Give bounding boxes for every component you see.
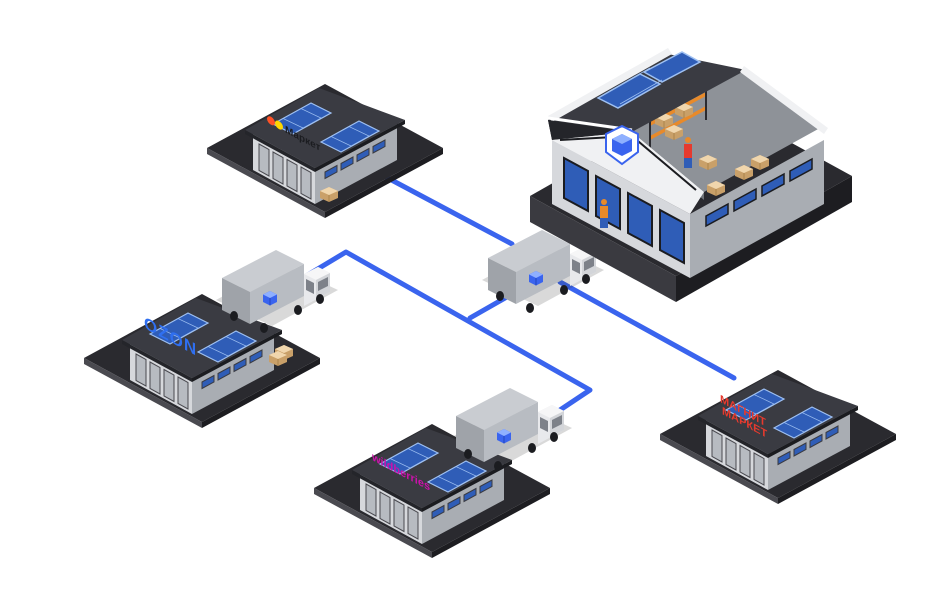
fulfillment-center: [530, 48, 852, 302]
worker-icon: [600, 199, 608, 228]
warehouse-wildberries: wildberries: [313, 423, 551, 559]
solar-panel: [642, 51, 702, 83]
truck-wildberries: [450, 388, 572, 471]
truck-ozon: [216, 250, 338, 333]
worker-icon: [684, 137, 692, 168]
delivery-routes: [303, 173, 737, 413]
route-to-ozon: [303, 249, 593, 413]
warehouse-magnit-market: МАГНИТ МАРКЕТ: [659, 369, 897, 505]
loading-door-4: [659, 208, 685, 265]
route-to-yandex-market: [381, 173, 515, 247]
loading-door-3: [627, 191, 653, 248]
warehouse-ozon: OZON: [83, 293, 321, 429]
loading-door-1: [563, 156, 589, 213]
warehouse-yandex-market: Маркет: [206, 83, 444, 219]
cube-shield-icon: [605, 124, 639, 166]
route-to-magnit-market: [557, 279, 737, 381]
warehouse-interior: [632, 70, 820, 192]
storage-shelves: [649, 90, 707, 150]
